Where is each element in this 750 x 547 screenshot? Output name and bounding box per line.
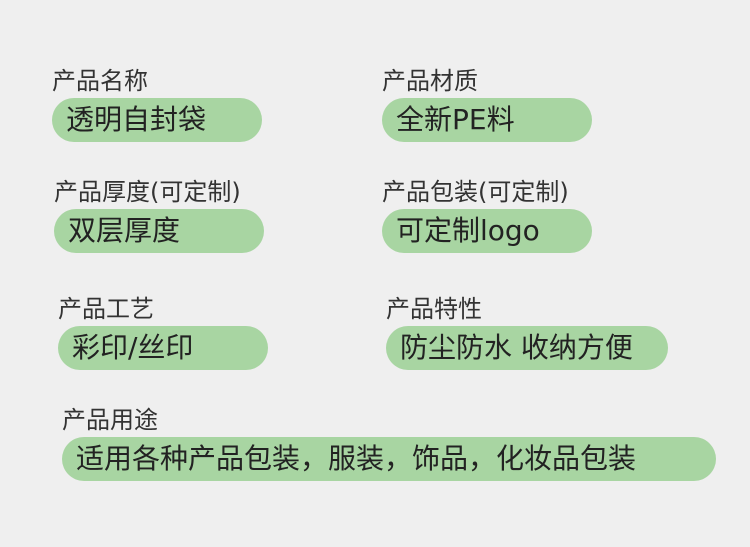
- field-product-thickness: 产品厚度(可定制) 双层厚度: [54, 177, 264, 253]
- field-product-craft: 产品工艺 彩印/丝印: [58, 294, 268, 370]
- product-craft-value: 彩印/丝印: [58, 326, 268, 370]
- product-packaging-value: 可定制logo: [382, 209, 592, 253]
- field-product-material: 产品材质 全新PE料: [382, 66, 592, 142]
- product-name-label: 产品名称: [52, 67, 148, 95]
- field-product-feature: 产品特性 防尘防水 收纳方便: [386, 294, 668, 370]
- product-packaging-label: 产品包装(可定制): [382, 178, 569, 206]
- product-material-label: 产品材质: [382, 67, 478, 95]
- product-craft-label: 产品工艺: [58, 295, 154, 323]
- field-product-usage: 产品用途 适用各种产品包装，服装，饰品，化妆品包装: [62, 405, 716, 481]
- product-name-value: 透明自封袋: [52, 98, 262, 142]
- product-material-value: 全新PE料: [382, 98, 592, 142]
- product-feature-value: 防尘防水 收纳方便: [386, 326, 668, 370]
- field-product-packaging: 产品包装(可定制) 可定制logo: [382, 177, 592, 253]
- field-product-name: 产品名称 透明自封袋: [52, 66, 262, 142]
- product-usage-value: 适用各种产品包装，服装，饰品，化妆品包装: [62, 437, 716, 481]
- product-thickness-label: 产品厚度(可定制): [54, 178, 241, 206]
- product-feature-label: 产品特性: [386, 295, 482, 323]
- product-thickness-value: 双层厚度: [54, 209, 264, 253]
- product-usage-label: 产品用途: [62, 406, 158, 434]
